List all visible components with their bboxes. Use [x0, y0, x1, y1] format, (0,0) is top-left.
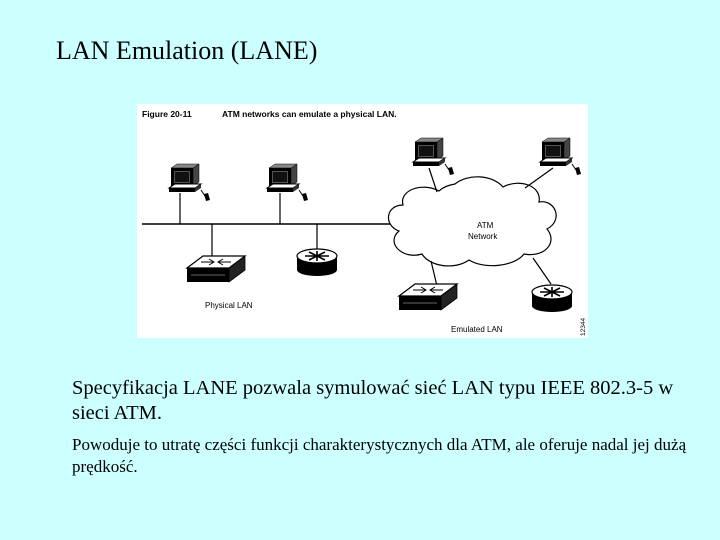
switch-icon	[398, 283, 458, 311]
pc-icon	[168, 163, 211, 202]
figure-id: 12344	[580, 318, 587, 336]
body-paragraph-1: Specyfikacja LANE pozwala symulować sieć…	[72, 377, 674, 424]
switch-icon	[186, 255, 246, 283]
atm-network-label-2: Network	[468, 232, 498, 241]
router-icon	[296, 248, 338, 277]
pc-icon	[412, 137, 455, 176]
physical-lan-label: Physical LAN	[205, 301, 253, 310]
emulated-lan-label: Emulated LAN	[451, 325, 503, 334]
slide-title: LAN Emulation (LANE)	[56, 36, 318, 65]
router-icon	[531, 284, 573, 313]
figure-caption: ATM networks can emulate a physical LAN.	[222, 109, 397, 119]
slide-body: Specyfikacja LANE pozwala symulować sieć…	[72, 376, 692, 478]
pc-icon	[539, 137, 582, 176]
figure-number: Figure 20-11	[142, 109, 192, 119]
atm-cloud	[388, 176, 557, 267]
pc-icon	[266, 163, 309, 202]
body-paragraph-2: Powoduje to utratę części funkcji charak…	[72, 435, 687, 476]
atm-network-label-1: ATM	[477, 221, 494, 230]
network-figure: Figure 20-11 ATM networks can emulate a …	[137, 104, 588, 338]
